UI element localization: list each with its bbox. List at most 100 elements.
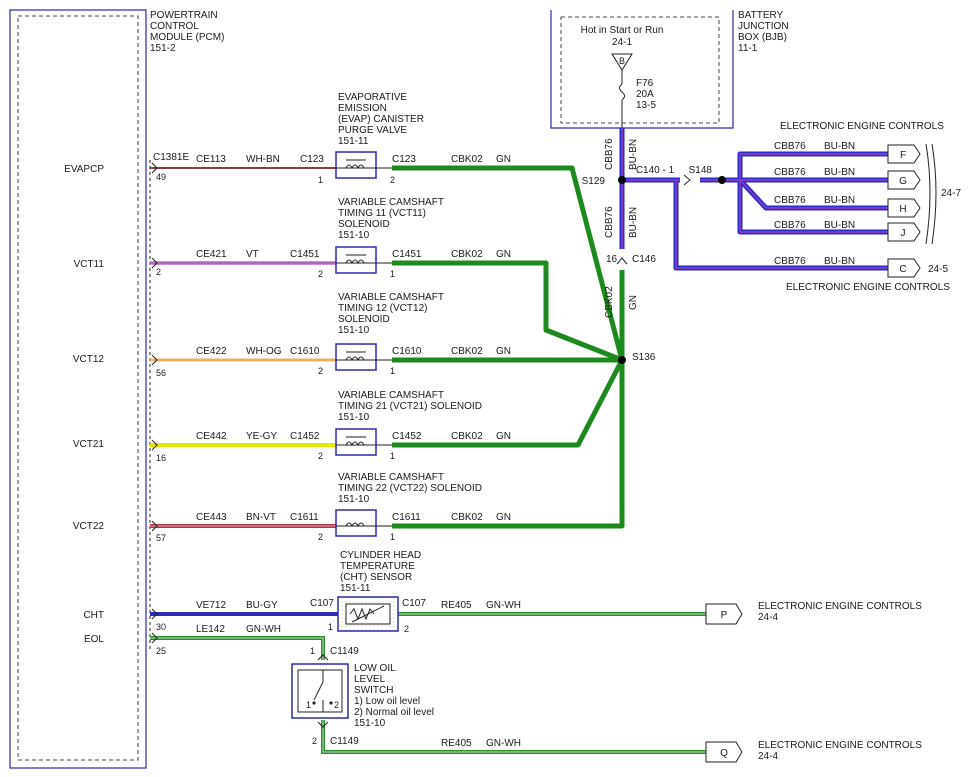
bubn-label-g: BU-BN	[824, 167, 855, 178]
eec-group-ref: 24-7	[941, 188, 961, 199]
signal-wiring	[150, 167, 706, 754]
cbk02-label-vct11: CBK02	[451, 249, 483, 260]
cht-color: BU-GY	[246, 600, 278, 611]
vct11-name-2: TIMING 11 (VCT11)	[338, 208, 426, 219]
vct12-name-2: TIMING 12 (VCT12)	[338, 303, 427, 314]
cht-name-3: (CHT) SENSOR	[340, 572, 412, 583]
connector-p-title: ELECTRONIC ENGINE CONTROLS	[758, 601, 922, 612]
eol-color: GN-WH	[246, 624, 281, 635]
vct11-pin-in: 2	[318, 269, 323, 279]
evap-pin-out: 2	[390, 175, 395, 185]
connector-g-label: G	[899, 176, 907, 187]
pcm-pin-num-56: 56	[156, 368, 166, 378]
pcm-connector-label: C1381E	[153, 152, 189, 163]
connector-c-ref: 24-5	[928, 264, 948, 275]
cht-name-4: 151-11	[340, 583, 371, 594]
eol-pin-out: 2	[312, 736, 317, 746]
gn-label-vct22: GN	[496, 512, 511, 523]
cht-conn-left: C107	[310, 598, 334, 609]
power-wire-circuit-lower: CBB76	[604, 206, 615, 238]
cht-name-1: CYLINDER HEAD	[340, 550, 421, 561]
pcm-pin-eol: EOL	[84, 634, 104, 645]
connector-c-label: C	[899, 264, 906, 275]
eol-name-1: LOW OIL	[354, 663, 396, 674]
evap-color: WH-BN	[246, 154, 280, 165]
gn-label-vct12: GN	[496, 346, 511, 357]
eol-name-5: 2) Normal oil level	[354, 707, 434, 718]
connector-h-label: H	[899, 204, 906, 215]
vct12-conn-right: C1610	[392, 346, 422, 357]
connector-q-icon	[705, 741, 743, 763]
connector-p-label: P	[721, 610, 728, 621]
return-wire-tag-vert: CBK02	[604, 286, 615, 318]
evap-conn-right: C123	[392, 154, 416, 165]
connector-j-label: J	[901, 228, 906, 239]
connector-q-ref: 24-4	[758, 751, 778, 762]
power-wire-circuit-upper: CBB76	[604, 138, 615, 170]
eol-name-3: SWITCH	[354, 685, 393, 696]
vct11-circuit: CE421	[196, 249, 227, 260]
pcm-module: POWERTRAIN CONTROL MODULE (PCM) 151-2 C1…	[9, 9, 224, 769]
splice-s129-label: S129	[582, 176, 606, 187]
pcm-pin-num-16: 16	[156, 453, 166, 463]
bubn-label-j: BU-BN	[824, 220, 855, 231]
vct22-circuit: CE443	[196, 512, 227, 523]
bjb-hot-label: Hot in Start or Run	[581, 25, 664, 36]
eec-connector-c: C 24-5 ELECTRONIC ENGINE CONTROLS	[786, 258, 950, 293]
bjb-terminal: B	[619, 56, 625, 66]
eec-connector-q: Q ELECTRONIC ENGINE CONTROLS 24-4	[705, 740, 922, 763]
c140-label: C140 - 1	[636, 165, 675, 176]
eol-name-2: LEVEL	[354, 674, 386, 685]
vct12-color: WH-OG	[246, 346, 282, 357]
eec-group-title: ELECTRONIC ENGINE CONTROLS	[780, 121, 944, 132]
return-wire-color-tag-vert: GN	[628, 295, 639, 310]
vct12-name-4: 151-10	[338, 325, 370, 336]
cbk02-label-evap: CBK02	[451, 154, 483, 165]
vct21-circuit: CE442	[196, 431, 227, 442]
vct11-conn-right: C1451	[392, 249, 422, 260]
vct21-name-3: 151-10	[338, 412, 370, 423]
return-wire-color-vert: GN	[628, 295, 639, 310]
power-wire-tag-upper: CBB76	[604, 138, 615, 170]
c146-pin: 16	[606, 254, 618, 265]
cbk02-label-vct12: CBK02	[451, 346, 483, 357]
eol-out-color: GN-WH	[486, 738, 521, 749]
evap-pin-in: 1	[318, 175, 323, 185]
vct21-solenoid: VARIABLE CAMSHAFT TIMING 21 (VCT21) SOLE…	[290, 390, 482, 461]
vct12-solenoid: VARIABLE CAMSHAFT TIMING 12 (VCT12) SOLE…	[290, 292, 444, 376]
eol-conn-top: C1149	[330, 646, 359, 657]
vct22-conn-right: C1611	[392, 512, 421, 523]
eol-name-4: 1) Low oil level	[354, 696, 420, 707]
vct12-circuit: CE422	[196, 346, 227, 357]
bjb-title-1: BATTERY	[738, 10, 784, 21]
c140-icon	[683, 174, 691, 186]
pcm-pin-vct21: VCT21	[73, 439, 105, 450]
pcm-pin-num-2: 2	[156, 267, 161, 277]
bjb-title-3: BOX (BJB)	[738, 32, 787, 43]
connector-p-ref: 24-4	[758, 612, 778, 623]
vct22-solenoid: VARIABLE CAMSHAFT TIMING 22 (VCT22) SOLE…	[290, 472, 482, 542]
c146-label: C146	[632, 254, 656, 265]
pcm-pin-evapcp: EVAPCP	[64, 164, 104, 175]
vct22-name-2: TIMING 22 (VCT22) SOLENOID	[338, 483, 482, 494]
switch-icon	[297, 669, 343, 713]
pcm-pin-vct22: VCT22	[73, 521, 105, 532]
pcm-title-4: 151-2	[150, 43, 176, 54]
gn-label-vct21: GN	[496, 431, 511, 442]
vct11-color: VT	[246, 249, 259, 260]
cbk02-label-vct22: CBK02	[451, 512, 483, 523]
group-bracket-icon	[925, 143, 931, 245]
vct11-solenoid: VARIABLE CAMSHAFT TIMING 11 (VCT11) SOLE…	[290, 197, 444, 279]
power-wire-color-lower: BU-BN	[628, 207, 639, 238]
eec-connector-group: ELECTRONIC ENGINE CONTROLS F G H J 24-7	[780, 121, 961, 245]
gn-label-vct11: GN	[496, 249, 511, 260]
bjb-title-4: 11-1	[738, 43, 758, 54]
connector-h-icon	[887, 198, 921, 218]
power-wiring	[619, 128, 888, 271]
connector-c-icon	[887, 258, 921, 278]
cht-name-2: TEMPERATURE	[340, 561, 415, 572]
vct12-name-1: VARIABLE CAMSHAFT	[338, 292, 444, 303]
cht-sensor: CYLINDER HEAD TEMPERATURE (CHT) SENSOR 1…	[310, 550, 426, 634]
evap-conn-left: C123	[300, 154, 324, 165]
vct22-name-3: 151-10	[338, 494, 370, 505]
